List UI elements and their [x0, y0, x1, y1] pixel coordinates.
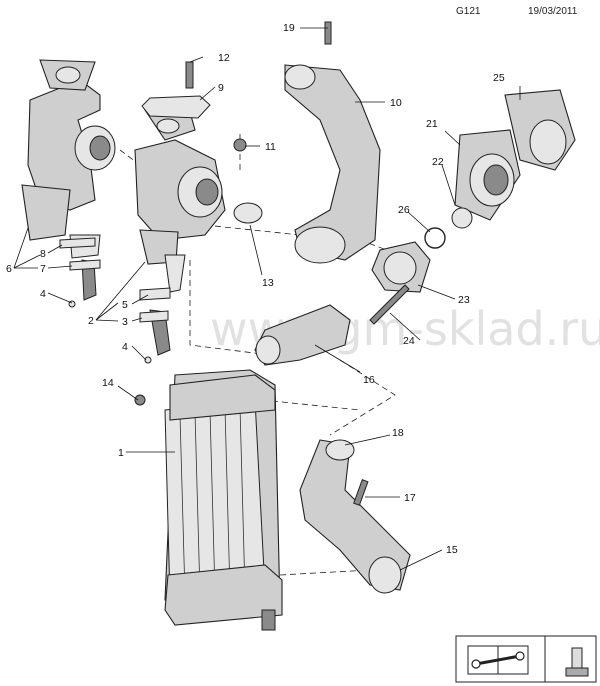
- leader-lines: [13, 27, 521, 571]
- callout-21: 21: [426, 118, 438, 130]
- callout-16: 16: [363, 374, 375, 386]
- gasket-part-icon: [565, 647, 589, 677]
- diagram-date: 19/03/2011: [528, 6, 578, 17]
- callout-19: 19: [283, 22, 295, 34]
- callout-4-left: 4: [40, 288, 46, 300]
- callout-26: 26: [398, 204, 410, 216]
- callout-9: 9: [218, 82, 224, 94]
- callout-14: 14: [102, 377, 114, 389]
- callout-25: 25: [493, 72, 505, 84]
- callout-5: 5: [122, 299, 128, 311]
- callout-4: 4: [122, 341, 128, 353]
- callout-10: 10: [390, 97, 402, 109]
- callout-1: 1: [118, 447, 124, 459]
- callout-22: 22: [432, 156, 444, 168]
- throttle-body: [424, 89, 576, 249]
- callout-23: 23: [458, 294, 470, 306]
- callout-6: 6: [6, 263, 12, 275]
- callout-18: 18: [392, 427, 404, 439]
- book-wrench-icon: [467, 645, 529, 675]
- callout-3: 3: [122, 316, 128, 328]
- callout-2: 2: [88, 315, 94, 327]
- callout-17: 17: [404, 492, 416, 504]
- callout-13: 13: [262, 277, 274, 289]
- diagram-code: G121: [456, 6, 481, 17]
- legend-box: [455, 635, 597, 683]
- pipe-23: [369, 241, 431, 325]
- callout-8: 8: [40, 248, 46, 260]
- callout-12: 12: [218, 52, 230, 64]
- hose-16: [254, 304, 351, 366]
- intake-hose-10: [284, 64, 381, 264]
- callout-24: 24: [403, 335, 415, 347]
- turbocharger-left: [21, 59, 116, 308]
- hose-15: [299, 439, 411, 594]
- intercooler: [164, 369, 283, 631]
- callout-15: 15: [446, 544, 458, 556]
- callout-7: 7: [40, 263, 46, 275]
- callout-11: 11: [265, 141, 276, 153]
- small-parts: [59, 21, 332, 406]
- turbocharger-center: [134, 109, 226, 364]
